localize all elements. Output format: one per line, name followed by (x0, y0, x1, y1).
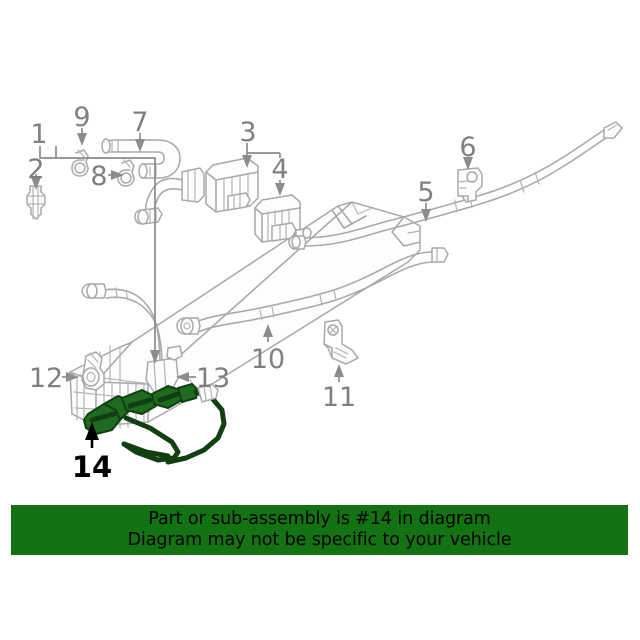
part-fuel-vapor-hose (176, 247, 449, 335)
callout-label-9: 9 (73, 102, 90, 133)
part-fuel-vapor-tube (288, 121, 623, 250)
callout-label-13: 13 (196, 363, 230, 394)
callout-leader-7 (135, 133, 145, 152)
callout-label-14: 14 (72, 450, 112, 484)
part-vacuum-switching-valve (254, 194, 312, 243)
part-air-fuel-ratio-sensor-highlighted (83, 383, 227, 465)
callout-leader-4 (275, 180, 285, 196)
callout-leader-11 (334, 364, 344, 382)
callout-label-8: 8 (90, 161, 107, 192)
callout-leader-1 (39, 146, 160, 364)
callout-leader-8 (108, 170, 124, 180)
callout-label-10: 10 (251, 344, 285, 375)
part-canister-hose (101, 138, 181, 179)
part-hose-clip-9 (71, 149, 89, 177)
callout-leader-10 (263, 324, 273, 342)
callout-leader-5 (421, 203, 431, 222)
callout-label-7: 7 (131, 107, 148, 138)
callout-leader-2 (31, 174, 41, 190)
callout-leader-14 (85, 422, 99, 448)
callout-leader-12 (62, 372, 79, 382)
part-tube-clamp (457, 167, 483, 203)
callout-leader-13 (176, 372, 196, 382)
part-purge-valve-bracket (134, 157, 259, 225)
part-hose-clip-8 (117, 159, 135, 187)
callout-leader-3 (242, 143, 281, 168)
callout-leader-6 (463, 157, 473, 170)
callout-label-3: 3 (239, 117, 256, 148)
banner-line-1: Part or sub-assembly is #14 in diagram (148, 509, 491, 529)
banner-line-2: Diagram may not be specific to your vehi… (127, 530, 512, 550)
callout-leader-9 (77, 128, 87, 146)
part-mounting-bracket (323, 319, 359, 365)
callout-label-4: 4 (271, 154, 288, 185)
part-canister-valve (26, 185, 46, 220)
callout-label-1: 1 (30, 119, 47, 150)
callout-label-6: 6 (459, 132, 476, 163)
part-clamp-12 (81, 351, 105, 391)
callout-label-11: 11 (322, 382, 356, 413)
callout-label-12: 12 (29, 363, 63, 394)
info-banner: Part or sub-assembly is #14 in diagram D… (11, 505, 628, 555)
callout-label-5: 5 (417, 177, 434, 208)
callout-label-2: 2 (27, 154, 44, 185)
decorative-small-connector (197, 383, 219, 403)
